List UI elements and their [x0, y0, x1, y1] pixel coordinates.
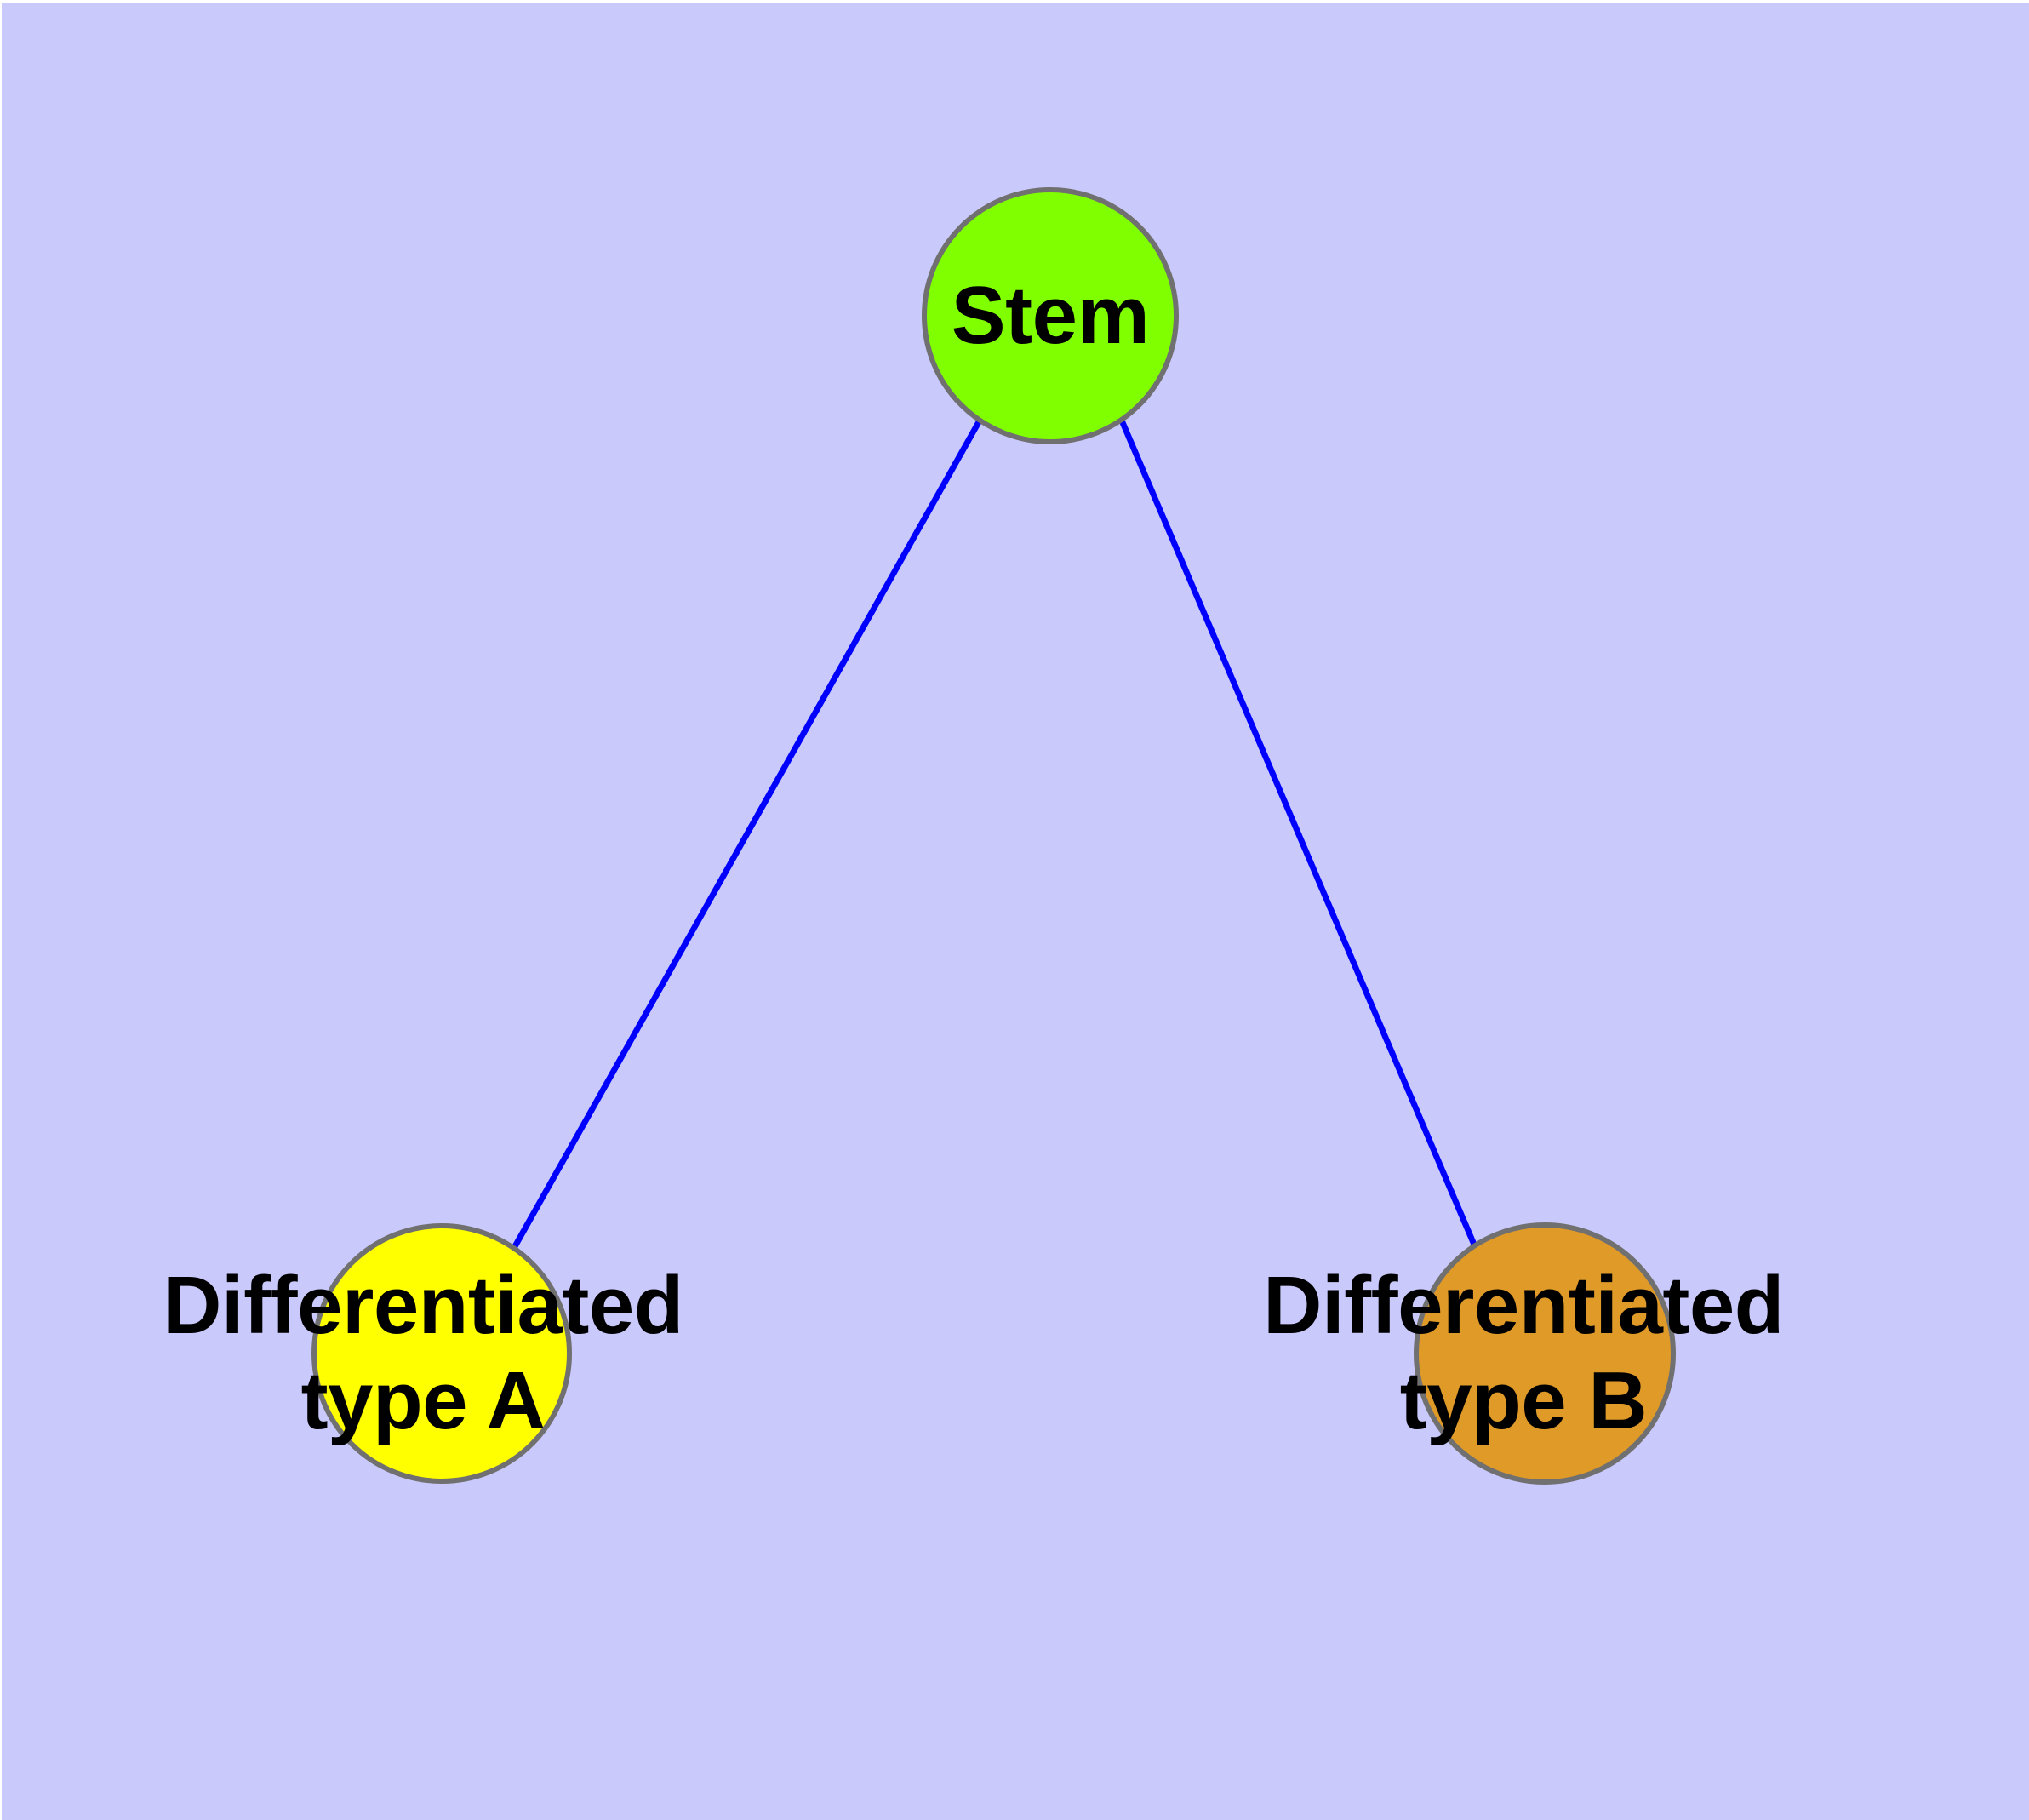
node-layer	[311, 187, 1676, 1485]
node-circle-diff-b[interactable]	[1414, 1222, 1676, 1485]
edge-stem-to-diff-b	[1118, 419, 1477, 1246]
node-circle-stem[interactable]	[922, 187, 1179, 444]
edge-stem-to-diff-a	[511, 419, 983, 1250]
edge-layer	[511, 419, 1477, 1250]
node-circle-diff-a[interactable]	[311, 1223, 572, 1484]
